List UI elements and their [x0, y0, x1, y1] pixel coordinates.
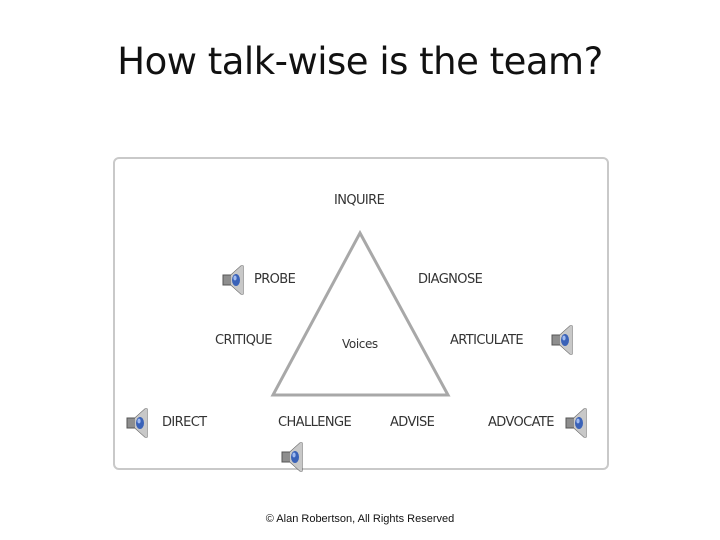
- center-label-voices: Voices: [342, 337, 378, 351]
- speaker-icon[interactable]: [563, 406, 597, 440]
- copyright-footer: © Alan Robertson, All Rights Reserved: [265, 513, 455, 525]
- label-diagnose: DIAGNOSE: [418, 272, 483, 287]
- label-direct: DIRECT: [162, 415, 207, 430]
- speaker-icon[interactable]: [124, 406, 158, 440]
- speaker-icon[interactable]: [279, 440, 313, 474]
- slide-title: How talk-wise is the team?: [117, 40, 603, 83]
- label-advocate: ADVOCATE: [488, 415, 554, 430]
- label-critique: CRITIQUE: [215, 333, 272, 348]
- label-inquire: INQUIRE: [334, 193, 385, 208]
- label-articulate: ARTICULATE: [450, 333, 524, 348]
- label-advise: ADVISE: [390, 415, 435, 430]
- label-probe: PROBE: [254, 272, 296, 287]
- speaker-icon[interactable]: [220, 263, 254, 297]
- label-challenge: CHALLENGE: [278, 415, 352, 430]
- speaker-icon[interactable]: [549, 323, 583, 357]
